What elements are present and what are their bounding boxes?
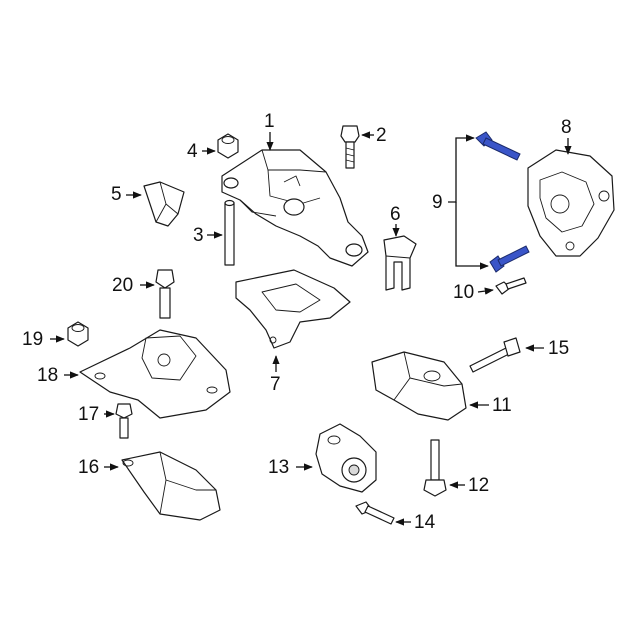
callout-4: 4 (187, 141, 198, 162)
part-19-nut (67, 321, 89, 347)
part-1-engine-mount (221, 149, 369, 267)
callout-13: 13 (268, 457, 289, 478)
part-3-stud (224, 199, 235, 266)
part-2-bolt (340, 125, 360, 169)
leader-9 (448, 134, 475, 203)
part-7-heat-shield (235, 269, 351, 349)
callout-11: 11 (492, 395, 512, 416)
callout-15: 15 (548, 338, 569, 359)
callout-10: 10 (453, 282, 474, 303)
callout-5: 5 (111, 184, 122, 205)
callout-17: 17 (78, 404, 99, 425)
callout-1: 1 (264, 111, 275, 132)
callout-19: 19 (22, 329, 43, 350)
part-11-transmission-mount (371, 351, 467, 421)
part-15-bolt (469, 337, 521, 373)
part-4-nut (217, 133, 239, 159)
callout-9: 9 (432, 192, 443, 213)
part-5-bracket (143, 181, 185, 227)
part-12-stud-bolt (423, 439, 447, 497)
leader-9b (455, 202, 489, 270)
part-18-mount-bracket (79, 329, 231, 419)
callout-3: 3 (193, 225, 204, 246)
leader-10 (477, 287, 494, 295)
callout-20: 20 (112, 275, 133, 296)
part-8-mount-housing (527, 149, 615, 257)
callout-7: 7 (270, 374, 281, 395)
part-13-torque-strut (315, 423, 377, 493)
part-10-bolt (495, 277, 527, 295)
callout-14: 14 (414, 512, 436, 533)
part-6-bracket (383, 235, 417, 291)
callout-16: 16 (78, 457, 99, 478)
part-16-bracket (121, 451, 221, 521)
part-17-bolt (115, 403, 133, 439)
part-9-bolts (475, 131, 530, 273)
callout-2: 2 (376, 125, 387, 146)
callout-8: 8 (561, 117, 572, 138)
callout-18: 18 (37, 365, 58, 386)
part-14-bolt (355, 501, 395, 525)
part-20-bolt (155, 269, 175, 319)
callout-6: 6 (390, 204, 401, 225)
callout-12: 12 (468, 475, 489, 496)
part-9-lower-bolt (489, 245, 530, 273)
part-9-upper-bolt (475, 131, 521, 161)
